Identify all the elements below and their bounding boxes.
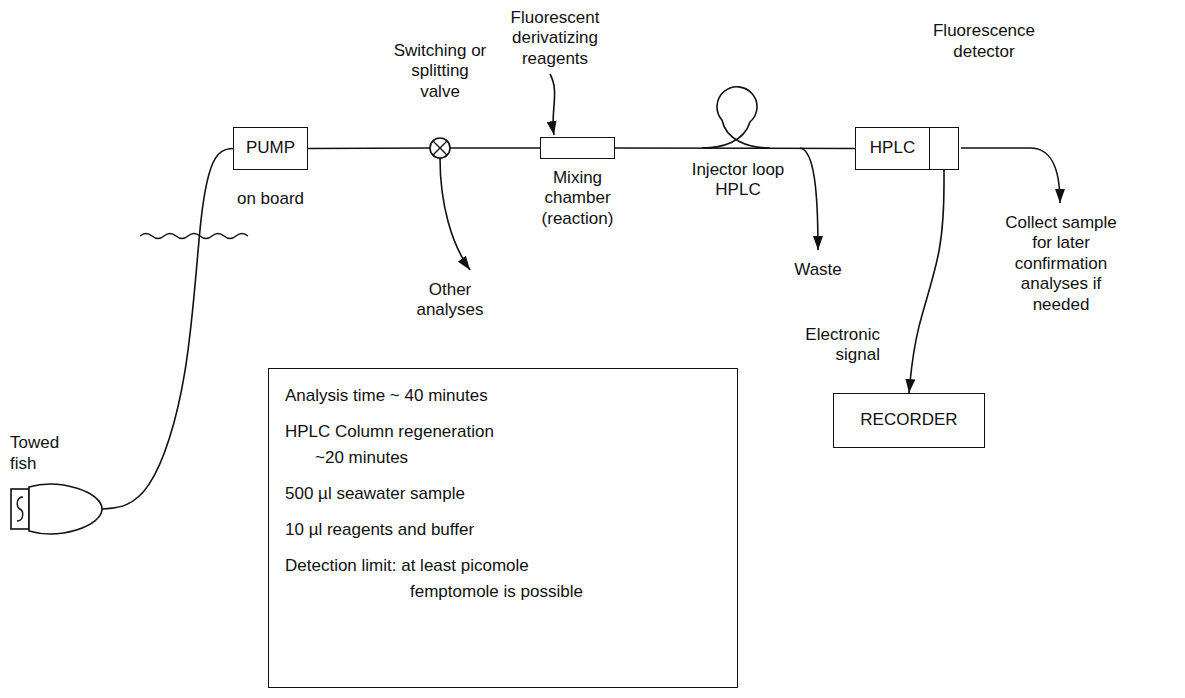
- pump-box: PUMPon board: [233, 127, 308, 170]
- reagent-arrow: [550, 74, 555, 135]
- edge-label: Electronic signal: [772, 325, 880, 366]
- injector-loop: [702, 87, 770, 148]
- hplc-box: HPLC: [855, 127, 930, 170]
- valve-label: Switching or splitting valve: [390, 41, 490, 102]
- other-analyses-arrow: [440, 158, 470, 270]
- info-line: HPLC Column regeneration ~20 minutes: [285, 419, 515, 471]
- connector: [308, 147, 430, 149]
- reagent-label: Fluorescent derivatizing reagents: [490, 8, 620, 69]
- mixing-label: Mixing chamber (reaction): [528, 168, 628, 229]
- connector: [615, 147, 855, 149]
- on-board-label: on board: [216, 189, 326, 209]
- detector-label: Fluorescence detector: [919, 21, 1049, 62]
- info-line: 10 µl reagents and buffer: [285, 517, 705, 543]
- pump-label: PUMP: [246, 138, 295, 158]
- outlet-label: Other analyses: [400, 280, 500, 321]
- collect-arrow: [961, 148, 1060, 203]
- fish-outline: [10, 478, 102, 540]
- towed-fish: Towed fish: [10, 478, 102, 540]
- waste-label: Waste: [788, 260, 848, 280]
- mixing-chamber: Mixing chamber (reaction): [540, 137, 615, 159]
- collect-label: Collect sample for later confirmation an…: [1005, 213, 1117, 315]
- connector: [909, 170, 944, 393]
- detector-box: Fluorescence detector: [929, 127, 959, 170]
- connector: [450, 147, 540, 149]
- valve-outline: [430, 138, 450, 158]
- recorder-box: RECORDER: [833, 393, 985, 448]
- info-box: Analysis time ~ 40 minutesHPLC Column re…: [268, 368, 738, 688]
- valve-symbol: Switching or splitting valve: [430, 138, 450, 158]
- connector: [102, 149, 233, 510]
- info-line: Detection limit: at least picomole fempt…: [285, 553, 595, 605]
- waste-arrow: [800, 148, 818, 250]
- water-surface: [140, 234, 248, 239]
- injector-label: Injector loop HPLC: [688, 160, 788, 201]
- recorder-label: RECORDER: [860, 410, 957, 430]
- fish-label: Towed fish: [10, 433, 80, 474]
- hplc-label: HPLC: [870, 138, 915, 158]
- info-line: 500 µl seawater sample: [285, 481, 705, 507]
- info-line: Analysis time ~ 40 minutes: [285, 383, 705, 409]
